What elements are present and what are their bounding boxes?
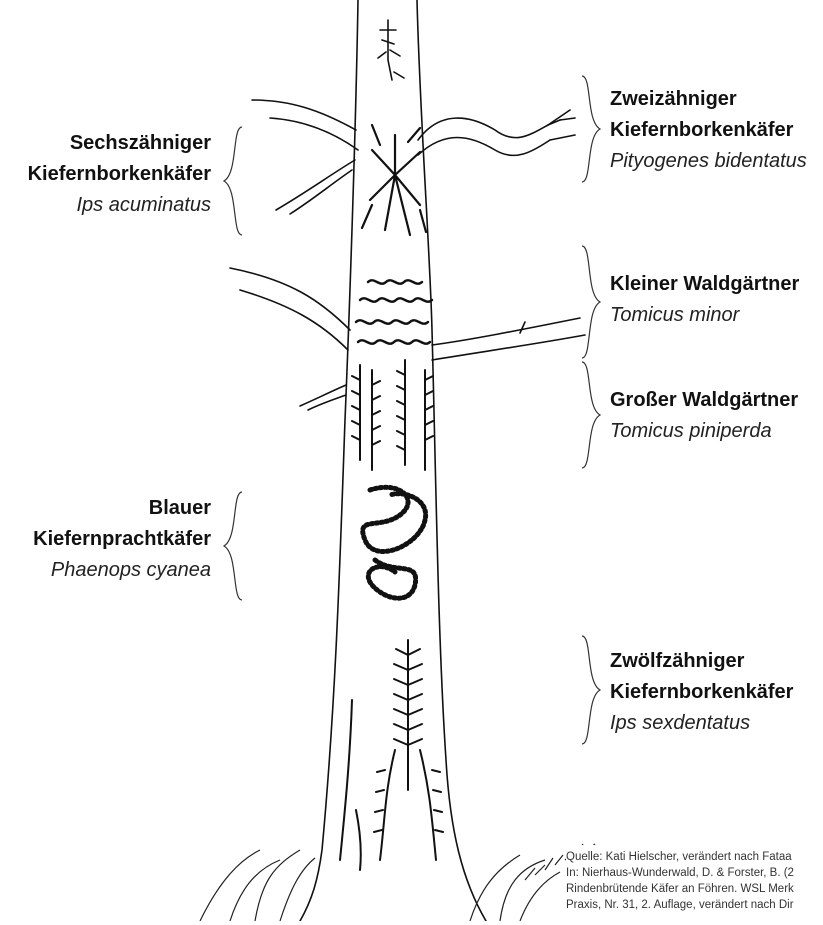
latin-name: Tomicus piniperda (610, 416, 823, 447)
branch-middle-right (432, 318, 585, 360)
common-name: Kleiner Waldgärtner (610, 269, 823, 300)
common-name: Großer Waldgärtner (610, 385, 823, 416)
brace-grosser (578, 360, 606, 470)
label-zweizaehniger: Zweizähniger Kiefernborkenkäfer Pityogen… (610, 84, 823, 177)
source-line: Quelle: Kati Hielscher, verändert nach F… (566, 849, 823, 865)
branch-middle-left (230, 268, 350, 350)
latin-name: Ips acuminatus (0, 190, 211, 221)
latin-name: Ips sexdentatus (610, 708, 823, 739)
branch-middle-right-stub (520, 322, 525, 333)
branch-upper-right (418, 118, 560, 155)
branch-upper-right-tip (548, 110, 575, 140)
latin-name: Tomicus minor (610, 300, 823, 331)
label-blauer: Blauer Kiefernprachtkäfer Phaenops cyane… (0, 493, 211, 586)
trunk-outline (300, 0, 358, 921)
brace-blauer (218, 490, 246, 602)
common-name: Kiefernborkenkäfer (610, 115, 823, 146)
branch-upper-left (252, 100, 358, 150)
label-kleiner: Kleiner Waldgärtner Tomicus minor (610, 269, 823, 331)
branch-upper-left-twig (276, 160, 355, 214)
common-name: Kiefernborkenkäfer (0, 159, 211, 190)
source-line: Praxis, Nr. 31, 2. Auflage, verändert na… (566, 897, 823, 913)
common-name: Sechszähniger (0, 128, 211, 159)
brace-sechszaehniger (218, 125, 246, 237)
source-line: In: Nierhaus-Wunderwald, D. & Forster, B… (566, 865, 823, 881)
common-name: Kiefernprachtkäfer (0, 524, 211, 555)
latin-name: Pityogenes bidentatus (610, 146, 823, 177)
label-sechszaehniger: Sechszähniger Kiefernborkenkäfer Ips acu… (0, 128, 211, 221)
common-name: Zwölfzähniger (610, 646, 823, 677)
latin-name: Phaenops cyanea (0, 555, 211, 586)
brace-kleiner (578, 244, 606, 360)
common-name: Kiefernborkenkäfer (610, 677, 823, 708)
label-grosser: Großer Waldgärtner Tomicus piniperda (610, 385, 823, 447)
common-name: Zweizähniger (610, 84, 823, 115)
label-zwoelfzaehniger: Zwölfzähniger Kiefernborkenkäfer Ips sex… (610, 646, 823, 739)
common-name: Blauer (0, 493, 211, 524)
brace-zwoelfzaehniger (578, 634, 606, 746)
source-citation: Quelle: Kati Hielscher, verändert nach F… (566, 845, 823, 925)
branch-lower-left-stub (300, 385, 346, 410)
source-line: Rindenbrütende Käfer an Föhren. WSL Merk (566, 881, 823, 897)
brace-zweizaehniger (578, 74, 606, 184)
